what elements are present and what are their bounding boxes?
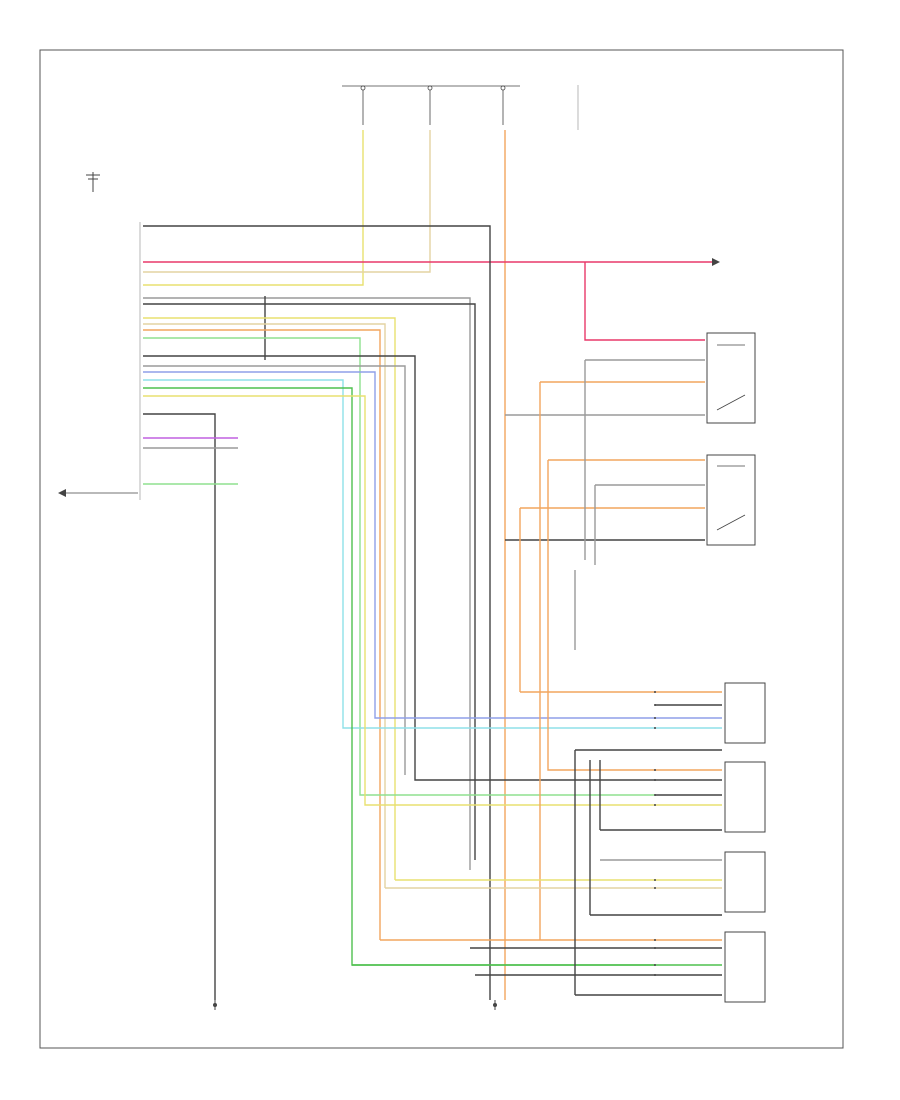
- ground-point-left: [213, 1000, 217, 1010]
- relay-box-lower: [706, 454, 756, 546]
- arrow-right-icon: [712, 258, 720, 266]
- ground-point-center: [493, 1000, 497, 1010]
- speaker-connector-left-front: [724, 761, 766, 833]
- fuse-icon: [342, 85, 579, 130]
- speaker-pin-markers: [654, 691, 656, 976]
- diagram-frame: [39, 49, 844, 1049]
- fuse-feed-wires: [143, 130, 506, 1000]
- antenna-icon: [86, 172, 100, 192]
- relay-box-upper: [706, 332, 756, 424]
- speaker-connector-right-rear: [724, 931, 766, 1003]
- speaker-connector-right-front: [724, 682, 766, 744]
- ground-icon: [58, 489, 138, 497]
- speaker-connector-left-rear: [724, 851, 766, 913]
